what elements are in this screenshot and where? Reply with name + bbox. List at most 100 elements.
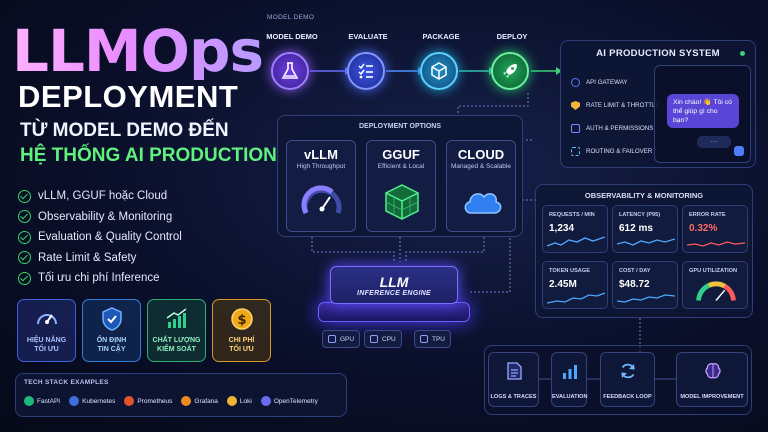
chip-tpu: TPU: [414, 330, 451, 348]
stage-evaluate: EVALUATE: [347, 32, 388, 90]
checklist: vLLM, GGUF hoặc Cloud Observability & Mo…: [18, 186, 278, 289]
sparkline-icon: [687, 241, 745, 247]
observability-panel: OBSERVABILITY & MONITORING REQUESTS / MI…: [535, 184, 753, 318]
check-icon: [18, 271, 31, 285]
speedometer-icon: [36, 314, 57, 325]
option-desc: High Throughput: [296, 163, 346, 170]
hero-tagline-1: TỪ MODEL DEMO ĐẾN: [20, 120, 229, 141]
chat-window[interactable]: Xin chào! 👋 Tôi có thể giúp gì cho bạn? …: [654, 65, 751, 163]
loop-node-feedback[interactable]: FEEDBACK LOOP: [600, 352, 655, 407]
grafana-icon: [181, 396, 192, 406]
aps-item-api-gateway[interactable]: API GATEWAY: [571, 78, 627, 87]
option-name: GGUF: [382, 147, 420, 162]
metric-requests: REQUESTS / MIN 1,234: [542, 205, 608, 253]
option-name: CLOUD: [457, 147, 505, 162]
metric-latency: LATENCY (P95) 612 ms: [612, 205, 678, 253]
ai-production-system-panel: AI PRODUCTION SYSTEM API GATEWAY RATE LI…: [560, 40, 756, 168]
sparkline-icon: [547, 292, 605, 304]
check-icon: [18, 210, 31, 224]
tech-item-loki: Loki: [226, 396, 252, 406]
rocket-icon: [503, 64, 517, 78]
tech-item-kubernetes: Kubernetes: [69, 396, 115, 406]
check-icon: [18, 251, 31, 265]
checklist-icon: [358, 63, 373, 79]
stage-label: EVALUATE: [348, 32, 388, 41]
svg-text:$: $: [237, 313, 246, 328]
sparkline-icon: [617, 238, 675, 246]
option-name: vLLM: [304, 147, 338, 162]
stage-package: PACKAGE: [420, 32, 459, 90]
checklist-item: Tối ưu chi phí Inference: [18, 268, 278, 289]
shield-check-icon: [101, 307, 122, 331]
hero-tagline-2: HỆ THỐNG AI PRODUCTION: [20, 145, 277, 166]
engine-subtitle: INFERENCE ENGINE: [356, 289, 432, 297]
option-gguf[interactable]: GGUF Efficient & Local: [366, 140, 436, 232]
aps-item-auth[interactable]: AUTH & PERMISSIONS: [571, 124, 653, 133]
metric-cost-day: COST / DAY $48.72: [612, 261, 678, 309]
refresh-icon: [621, 363, 635, 379]
llm-inference-engine: LLM INFERENCE ENGINE: [318, 262, 470, 324]
loki-icon: [226, 396, 237, 406]
engine-base: [318, 302, 470, 322]
brain-icon: [705, 363, 721, 379]
deployment-options-panel: DEPLOYMENT OPTIONS vLLM High Throughput …: [277, 115, 523, 237]
option-desc: Efficient & Local: [377, 163, 425, 170]
option-cloud[interactable]: CLOUD Managed & Scalable: [446, 140, 516, 232]
production-title: AI PRODUCTION SYSTEM: [596, 48, 720, 59]
kubernetes-icon: [69, 396, 80, 406]
dollar-coin-icon: $: [230, 308, 253, 330]
shield-icon: [571, 101, 580, 110]
gpu-gauge-icon: [696, 280, 736, 301]
aps-item-routing[interactable]: ROUTING & FAILOVER: [571, 147, 652, 156]
tech-item-opentelemetry: OpenTelemetry: [260, 396, 318, 406]
checklist-item: Observability & Monitoring: [18, 207, 278, 228]
deployment-title: DEPLOYMENT OPTIONS: [358, 123, 442, 130]
hero-title: LLMOps: [12, 17, 264, 85]
loop-node-logs[interactable]: LOGS & TRACES: [488, 352, 539, 407]
tpu-icon: [420, 335, 428, 343]
loop-node-evaluation[interactable]: EVALUATION: [551, 352, 588, 407]
chat-bubble: Xin chào! 👋 Tôi có thể giúp gì cho bạn?: [667, 94, 739, 128]
routing-icon: [571, 147, 580, 156]
growth-chart-icon: [166, 308, 186, 328]
stage-label: PACKAGE: [422, 32, 460, 41]
metric-error-rate: ERROR RATE 0.32%: [682, 205, 748, 253]
checklist-item: vLLM, GGUF hoặc Cloud: [18, 186, 278, 207]
globe-icon: [571, 78, 580, 87]
tech-stack-panel: TECH STACK EXAMPLES FastAPI Kubernetes P…: [15, 373, 347, 417]
option-desc: Managed & Scalable: [451, 163, 511, 170]
metric-token-usage: TOKEN USAGE 2.45M: [542, 261, 608, 309]
observability-title: OBSERVABILITY & MONITORING: [584, 191, 704, 200]
tech-item-fastapi: FastAPI: [24, 396, 60, 406]
stage-label: DEPLOY: [496, 32, 528, 41]
gpu-icon: [328, 335, 336, 343]
option-vllm[interactable]: vLLM High Throughput: [286, 140, 356, 232]
tech-item-prometheus: Prometheus: [124, 396, 172, 406]
cpu-icon: [370, 335, 378, 343]
cloud-icon: [464, 193, 502, 214]
pipeline-caption: MODEL DEMO: [267, 14, 315, 21]
stage-model-demo: MODEL DEMO: [266, 32, 318, 90]
loop-node-model-improvement[interactable]: MODEL IMPROVEMENT: [676, 352, 748, 407]
tech-stack-row: FastAPI Kubernetes Prometheus Grafana Lo…: [24, 396, 327, 406]
aps-item-rate-limit[interactable]: RATE LIMIT & THROTTLE: [571, 101, 660, 110]
chip-gpu: GPU: [322, 330, 361, 348]
fastapi-icon: [24, 396, 34, 406]
checklist-item: Rate Limit & Safety: [18, 248, 278, 269]
lock-icon: [571, 124, 580, 133]
flask-icon: [281, 62, 299, 79]
engine-core: LLM INFERENCE ENGINE: [330, 266, 458, 304]
sparkline-icon: [617, 294, 675, 303]
opentelemetry-icon: [260, 396, 271, 406]
sparkline-icon: [547, 236, 605, 247]
tech-stack-title: TECH STACK EXAMPLES: [24, 379, 109, 386]
document-icon: [507, 362, 522, 380]
cube-icon: [385, 184, 419, 220]
engine-title: LLM: [379, 273, 409, 290]
typing-indicator: ...: [697, 136, 731, 148]
send-icon[interactable]: [734, 146, 744, 156]
status-dot-icon: [740, 51, 745, 56]
